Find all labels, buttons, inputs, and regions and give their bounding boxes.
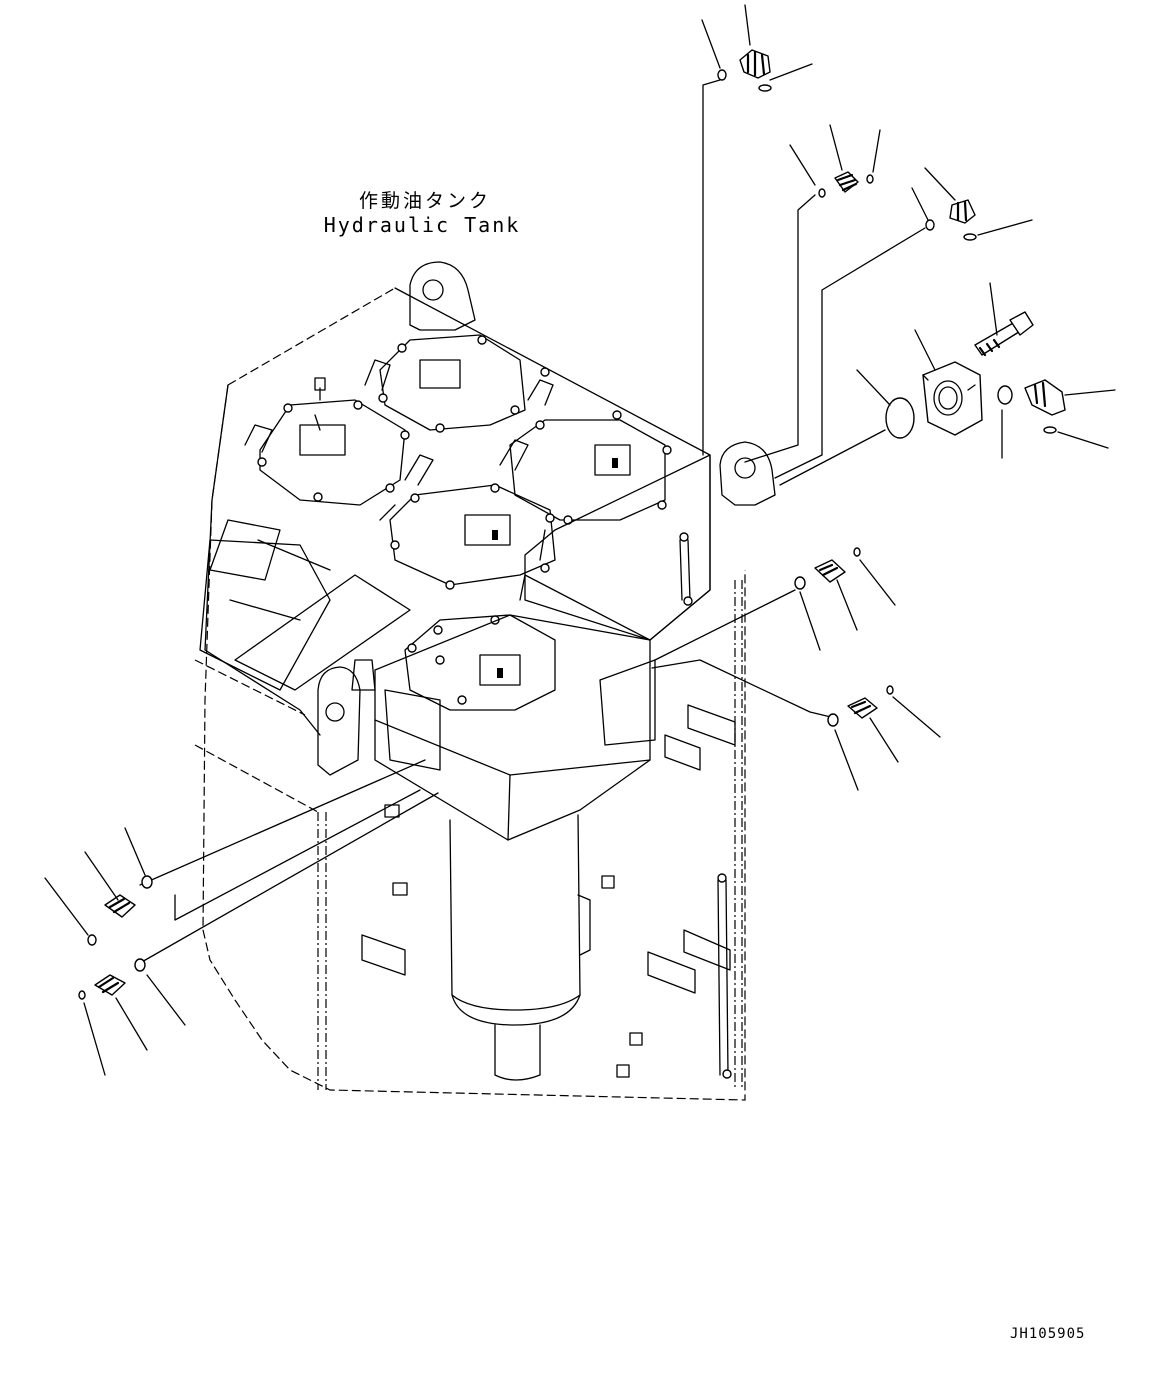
pressure-switch-left-lower xyxy=(78,958,186,1076)
valve-block-housing xyxy=(374,454,711,841)
drawing-number: JH105905 xyxy=(1010,1326,1086,1342)
side-mount-blocks xyxy=(361,704,736,1078)
port-leader-lines xyxy=(139,79,926,964)
cover-plate-1 xyxy=(259,387,406,506)
diagram-title-japanese: 作動油タンク xyxy=(358,190,491,212)
cover-plate-5 xyxy=(404,614,556,711)
filler-nozzles xyxy=(314,377,618,691)
split-flange xyxy=(914,329,983,436)
lifting-eye-right xyxy=(719,441,776,506)
sensor-pipes xyxy=(679,532,732,1079)
cover-plate-3 xyxy=(509,419,666,521)
elbow-fitting-top xyxy=(701,4,813,92)
elbow-fitting-right xyxy=(911,167,1033,241)
filter-cylinder xyxy=(449,814,591,1081)
pressure-switch-upper xyxy=(794,547,896,651)
elbow-fitting-flange xyxy=(1024,379,1116,449)
cover-plate-4 xyxy=(389,484,556,586)
flange-bolt xyxy=(974,282,1034,357)
pressure-switch-left-upper xyxy=(44,827,153,946)
lifting-eye-left-top xyxy=(409,261,476,331)
diagram-title-english: Hydraulic Tank xyxy=(323,213,521,237)
tank-outline xyxy=(194,287,746,1101)
cover-bolts xyxy=(257,335,672,705)
lifting-eye-front xyxy=(317,666,361,776)
o-ring-flange xyxy=(997,385,1013,459)
nipple-fitting xyxy=(789,124,881,198)
pressure-switch-lower xyxy=(827,685,941,791)
cover-handles xyxy=(244,359,554,561)
cover-plate-2 xyxy=(379,334,526,431)
o-ring-large xyxy=(856,369,915,439)
